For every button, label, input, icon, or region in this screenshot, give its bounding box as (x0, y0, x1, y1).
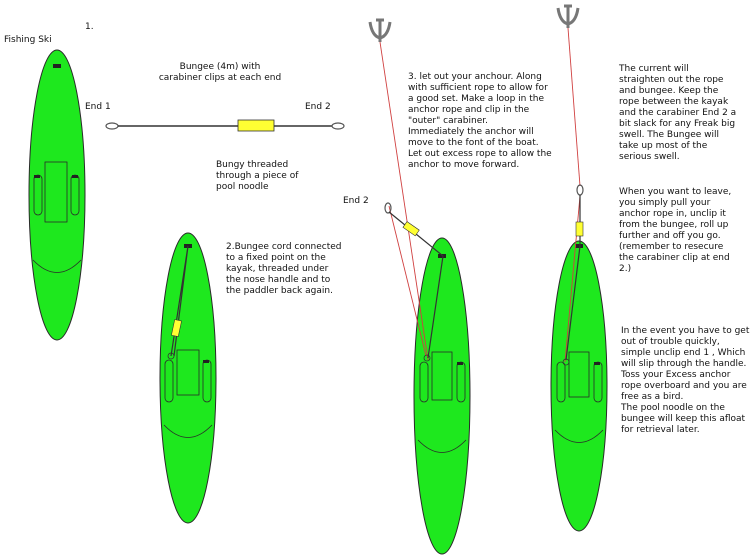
kayak-1-pedal-right (72, 175, 78, 178)
noodle-caption: Bungy threaded through a piece of pool n… (216, 160, 299, 192)
kayak-4 (550, 240, 608, 532)
kayak-2-hatch (176, 349, 200, 396)
kayak-2-bungee (170, 245, 189, 357)
end1-label: End 1 (85, 102, 111, 112)
step4-text-leave: When you want to leave, you simply pull … (619, 187, 732, 274)
kayak-1-pedal-left (34, 175, 40, 178)
diagram-title: Fishing Ski (4, 35, 52, 45)
anchor-4 (556, 4, 580, 28)
kayak-1-nose-handle (53, 64, 61, 68)
kayak-3-hull (413, 237, 471, 555)
step1-number: 1. (85, 22, 94, 32)
kayak-1-hatch (44, 161, 68, 223)
kayak-2-hull (159, 232, 217, 524)
kayak-3-noodle (402, 221, 420, 237)
step3-end2-label: End 2 (343, 196, 369, 206)
bungee-caption: Bungee (4m) with carabiner clips at each… (158, 62, 282, 83)
kayak-3-carabiner-end2 (384, 202, 392, 214)
bungee-assembly (105, 119, 345, 132)
end2-label: End 2 (305, 102, 331, 112)
carabiner-end1 (105, 122, 119, 130)
kayak-1-seat-line (32, 259, 82, 273)
kayak-3 (413, 237, 471, 555)
step4-text-trouble: In the event you have to get out of trou… (621, 326, 750, 435)
kayak-4-hull (550, 240, 608, 532)
step4-text-current: The current will straighten out the rope… (619, 64, 737, 162)
step2-text: 2.Bungee cord connected to a fixed point… (226, 242, 342, 296)
anchor-rope-4 (567, 27, 581, 187)
step3-text: 3. let out your anchour. Along with suff… (408, 72, 552, 170)
carabiner-end2 (331, 122, 345, 130)
anchor-3 (368, 18, 392, 42)
kayak-1-hull (28, 49, 86, 341)
pool-noodle (237, 119, 275, 132)
kayak-2 (159, 232, 217, 524)
anchor-rope-3 (379, 41, 429, 361)
kayak-2-noodle (171, 319, 182, 338)
kayak-4-carabiner-end2 (576, 184, 584, 196)
kayak-1 (28, 49, 86, 341)
kayak-4-bungee (565, 195, 581, 361)
kayak-4-noodle (575, 221, 584, 237)
